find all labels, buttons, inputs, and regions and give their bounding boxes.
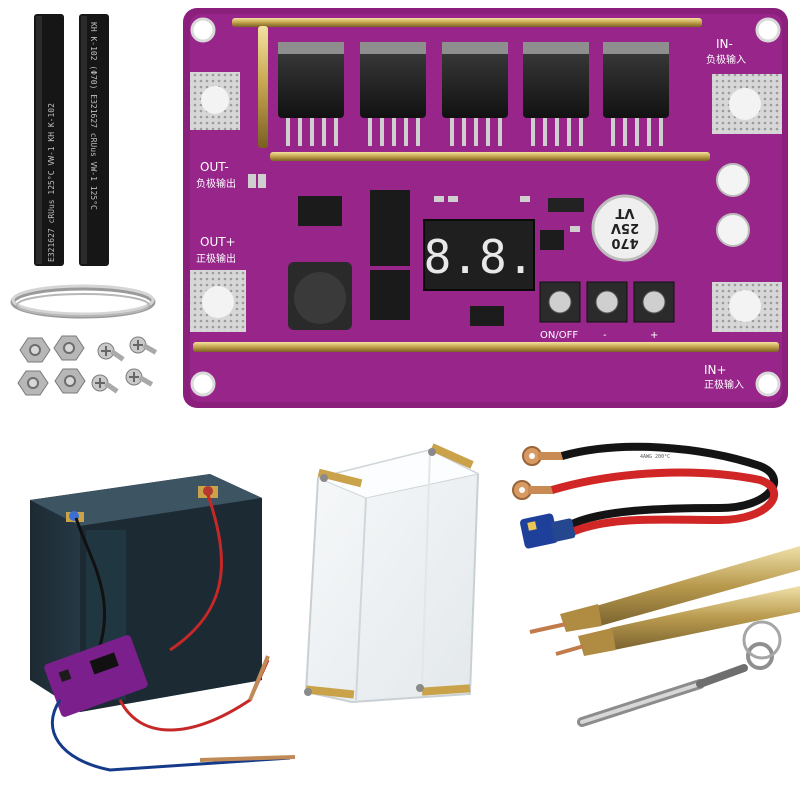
ic-chip — [470, 306, 504, 326]
mosfet — [278, 42, 344, 146]
onoff-label: ON/OFF — [540, 330, 578, 341]
battery-terminal-negative — [66, 511, 84, 522]
acrylic-case — [304, 443, 480, 704]
black-wire — [74, 517, 107, 661]
ic-chip — [370, 270, 410, 320]
welding-probe-tip — [199, 755, 296, 762]
keychain-screwdriver — [577, 620, 782, 727]
mounting-hole — [755, 17, 781, 43]
capacitor-label-2: 25V — [611, 220, 639, 235]
in-plus-label: IN+ — [704, 363, 727, 377]
hex-nut — [19, 337, 51, 363]
ic-chip — [370, 190, 410, 266]
out-minus-cn-label: 负极输出 — [196, 177, 236, 190]
screw — [97, 342, 125, 362]
mosfet — [442, 42, 508, 146]
hex-nut — [53, 335, 85, 361]
heat-shrink-tube-right: KH K-102 (Φ70) E321627 cRUus VW-1 125°C — [79, 14, 109, 266]
mosfet — [603, 42, 669, 146]
welding-probe-tip — [248, 655, 270, 701]
copper-bus-bar — [270, 152, 710, 161]
welding-pen — [529, 546, 800, 634]
ic-chip — [298, 196, 342, 226]
tube-label-right: KH K-102 (Φ70) E321627 cRUus VW-1 125°C — [89, 22, 98, 210]
out-plus-cn-label: 正极输出 — [196, 252, 236, 265]
display-digits: 8.8. — [424, 230, 535, 284]
in-minus-cn-label: 负极输入 — [706, 53, 746, 66]
mounting-hole — [755, 371, 781, 397]
mini-welder-board — [44, 635, 148, 717]
out-plus-label: OUT+ — [200, 235, 236, 249]
capacitor-label-3: VT — [615, 205, 634, 220]
capacitor-label-1: 470 — [611, 235, 638, 250]
copper-bus-bar — [232, 18, 702, 27]
mosfet — [523, 42, 589, 146]
red-wire — [118, 659, 270, 732]
battery-terminal-positive — [198, 486, 218, 498]
electrolytic-capacitor: 470 25V VT — [591, 194, 659, 262]
out-minus-label: OUT- — [200, 160, 229, 174]
ic-chip — [540, 230, 564, 250]
blue-wire — [50, 699, 291, 772]
onoff-button[interactable] — [539, 281, 581, 323]
red-wire — [169, 494, 223, 652]
xt60-connector — [519, 513, 576, 549]
welding-pen — [555, 586, 800, 656]
inductor — [288, 262, 352, 330]
ring-terminal-lug — [512, 480, 554, 500]
copper-bus-bar — [193, 342, 779, 352]
hex-nut — [17, 370, 49, 396]
ring-terminal-lug — [522, 446, 564, 466]
minus-button[interactable] — [586, 281, 628, 323]
red-cable — [550, 468, 778, 536]
screw — [125, 368, 154, 387]
nickel-strip-coil — [10, 284, 156, 319]
wire-marking: 4AWG 200°C — [640, 454, 670, 460]
mounting-hole — [190, 371, 216, 397]
heat-shrink-tube-left: E321627 cRUus 125°C VW-1 KH K-102 — [34, 14, 64, 266]
minus-label: - — [603, 330, 607, 341]
plus-button[interactable] — [633, 281, 675, 323]
tube-label-left: E321627 cRUus 125°C VW-1 KH K-102 — [47, 103, 56, 262]
mosfet — [360, 42, 426, 146]
in-plus-cn-label: 正极输入 — [704, 378, 744, 391]
smd-component — [548, 198, 584, 212]
hex-nut — [54, 368, 86, 394]
seven-segment-display: 8.8. — [423, 219, 535, 291]
in-minus-label: IN- — [716, 37, 733, 51]
spot-welder-pcb: 8.8. 470 25V VT ON/OFF - + OUT- 负极 — [183, 8, 788, 408]
plus-label: + — [650, 330, 658, 341]
copper-bus-bar — [258, 26, 268, 148]
screw — [129, 336, 158, 355]
screw — [91, 374, 119, 394]
mounting-hole — [190, 17, 216, 43]
